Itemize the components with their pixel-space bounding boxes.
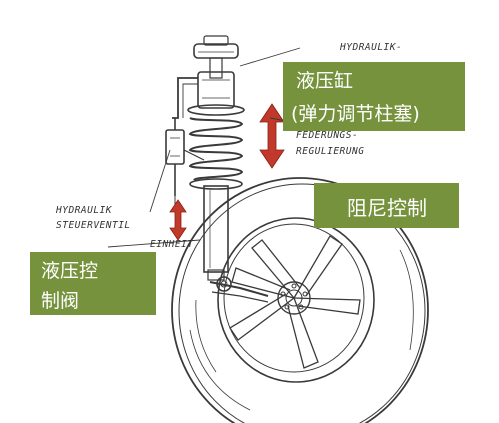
label-damping-control: 阻尼控制 (314, 183, 459, 228)
label-damping-control-text: 阻尼控制 (347, 196, 427, 220)
label-spring-plunger: (弹力调节柱塞) (291, 103, 420, 125)
rim-spokes (229, 235, 361, 369)
rim-outer (217, 217, 375, 383)
label-hydraulic-valve-line1: 液压控 (41, 260, 99, 282)
label-hydraulic-valve-line2: 制阀 (41, 290, 80, 312)
damper-arrow (169, 199, 187, 241)
sketch-federungs: FEDERUNGS- (296, 130, 358, 141)
wheel (171, 177, 429, 423)
hub (277, 281, 311, 315)
lug-4 (284, 304, 290, 310)
hydraulic-lines (165, 77, 205, 206)
sketch-hydraulik-top: HYDRAULIK- (339, 42, 402, 53)
rim-inner (223, 223, 365, 373)
top-mount (193, 43, 239, 59)
spring-arrow (259, 103, 285, 169)
cylinder-housing (197, 71, 235, 109)
leader-lines (107, 47, 301, 248)
sketch-hydraulik-left: HYDRAULIK (55, 205, 113, 216)
damper-tube (203, 185, 229, 273)
tire-shade (189, 249, 414, 411)
lug-3 (298, 304, 304, 310)
lug-2 (302, 291, 308, 297)
control-arm (209, 276, 269, 303)
coil-spring (188, 117, 244, 181)
sketch-steuerventil: STEUERVENTIL (56, 220, 131, 231)
hub-cap (285, 289, 303, 307)
tire-outer (171, 177, 429, 423)
lug-5 (280, 291, 286, 297)
valve-body (165, 129, 185, 165)
label-hydraulic-cylinder: 液压缸 (弹力调节柱塞) (283, 62, 465, 131)
strut (187, 35, 245, 281)
tire-outer-2 (178, 183, 426, 423)
sketch-regulierung: REGULIERUNG (296, 146, 364, 157)
label-hydraulic-cylinder-title: 液压缸 (296, 70, 354, 92)
label-hydraulic-valve: 液压控 制阀 (30, 252, 156, 315)
sketch-einheit: EINHEIT (150, 239, 194, 250)
lug-1 (291, 283, 297, 289)
